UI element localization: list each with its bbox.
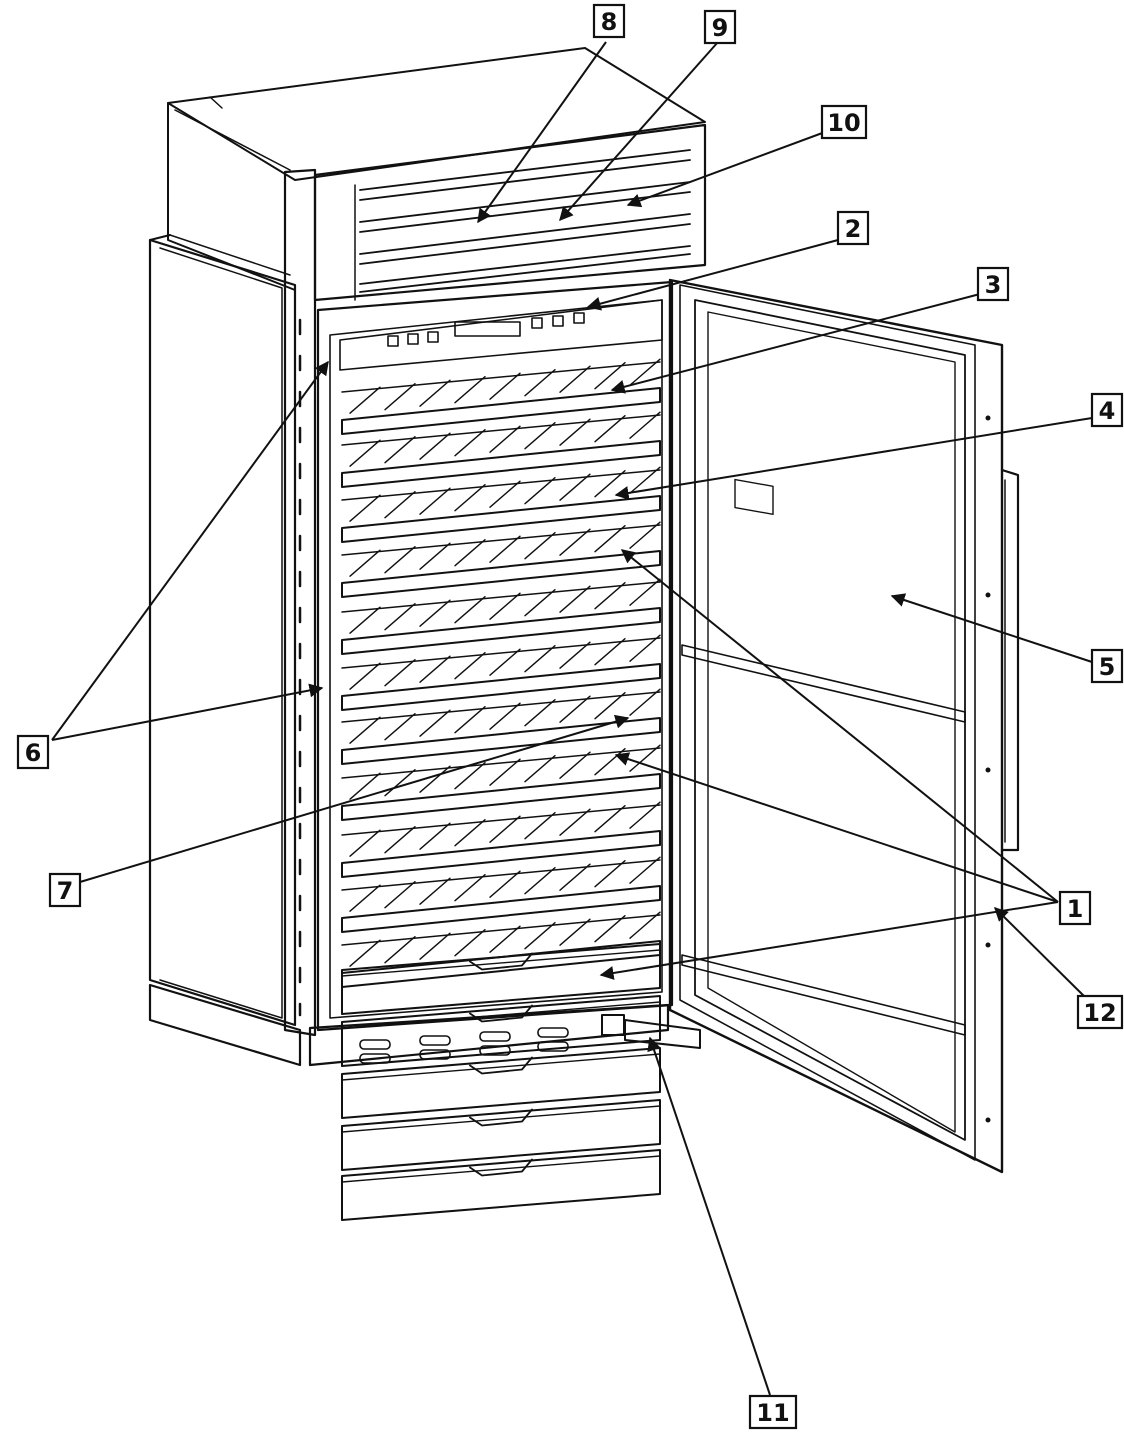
left-side-panel (148, 238, 297, 1027)
door-bar (681, 954, 966, 1036)
leader-1b (614, 752, 1059, 903)
leader-6a (51, 360, 329, 741)
callout-number: 10 (827, 109, 860, 137)
base-left (148, 983, 302, 1067)
shelf (341, 578, 661, 655)
shelf (341, 801, 661, 878)
grille-frame (313, 123, 707, 302)
leader-lines (51, 41, 1093, 1396)
drawer (341, 943, 661, 1015)
storage-drawers (341, 943, 661, 1221)
callout-11: 11 (748, 1394, 798, 1430)
door-bar (681, 644, 966, 723)
interior-frame (316, 280, 674, 1032)
callout-number: 5 (1099, 653, 1116, 681)
shelf (341, 688, 661, 765)
display-window (454, 321, 521, 337)
shelf (341, 634, 661, 711)
callout-number: 3 (985, 271, 1002, 299)
callout-number: 6 (25, 739, 42, 767)
leader-1c (599, 901, 1059, 980)
leader-9 (559, 41, 719, 222)
drawer (341, 1149, 661, 1221)
shelf (341, 411, 661, 488)
callout-6: 6 (16, 734, 50, 770)
control-button (427, 331, 439, 343)
shelf (341, 911, 661, 988)
control-panel (339, 299, 663, 371)
control-button (552, 315, 564, 327)
drawer (341, 1099, 661, 1171)
callout-1: 1 (1058, 890, 1092, 926)
leader-3 (610, 293, 981, 394)
callout-7: 7 (48, 872, 82, 908)
bottom-hinge (359, 1014, 701, 1064)
lock (601, 1014, 625, 1036)
shelf (341, 521, 661, 598)
top-grille (313, 123, 707, 302)
callout-10: 10 (820, 104, 868, 140)
shelf (341, 466, 661, 543)
wine-shelves (341, 358, 661, 988)
callout-3: 3 (976, 266, 1010, 302)
shelf (341, 358, 661, 435)
leader-4 (614, 417, 1093, 500)
drawer (341, 1047, 661, 1119)
door (668, 278, 1020, 1174)
callout-5: 5 (1090, 648, 1124, 684)
kickplate-vents (359, 1027, 569, 1064)
callout-number: 11 (756, 1399, 789, 1427)
callout-2: 2 (836, 210, 870, 246)
callout-number: 9 (712, 14, 729, 42)
callout-9: 9 (703, 9, 737, 45)
callout-number: 7 (57, 877, 74, 905)
control-button (387, 335, 399, 347)
interior (316, 280, 674, 1032)
callout-number: 8 (601, 8, 618, 36)
cabinet-body (148, 47, 706, 1067)
leader-10 (626, 131, 826, 208)
callout-8: 8 (592, 3, 626, 39)
hinge (624, 1019, 701, 1049)
callout-4: 4 (1090, 392, 1124, 428)
leader-6b (51, 683, 324, 741)
shelf (341, 744, 661, 821)
leader-5 (890, 593, 1093, 663)
leader-2 (586, 239, 839, 311)
front-frame-left (283, 168, 317, 1037)
control-button (573, 312, 585, 324)
leader-1a (620, 549, 1059, 903)
leader-11 (647, 1036, 771, 1396)
shelf (341, 856, 661, 933)
leader-7 (79, 714, 630, 883)
control-button (531, 317, 543, 329)
door-glass (694, 299, 966, 1141)
callout-number: 4 (1099, 397, 1116, 425)
leader-8 (477, 41, 607, 224)
door-handle (1000, 468, 1020, 852)
callout-12: 12 (1076, 994, 1124, 1030)
callout-number: 12 (1083, 999, 1116, 1027)
control-button (407, 333, 419, 345)
top-housing (167, 47, 706, 181)
leader-12 (994, 907, 1089, 1001)
door-label (734, 478, 774, 516)
callout-number: 1 (1067, 895, 1084, 923)
door-frame (668, 278, 1004, 1174)
callout-number: 2 (845, 215, 862, 243)
